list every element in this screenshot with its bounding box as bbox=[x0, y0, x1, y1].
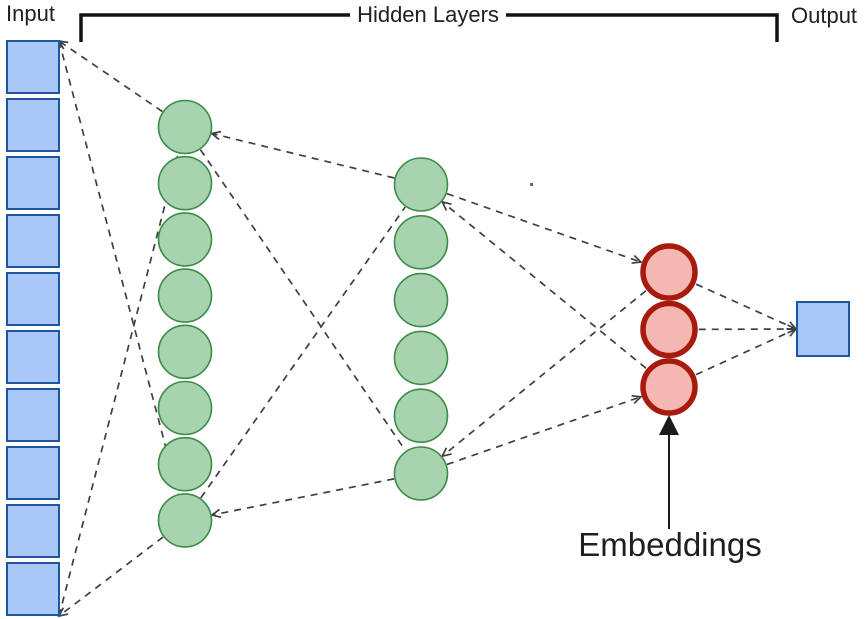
embeddings-label: Embeddings bbox=[578, 526, 762, 563]
input-cell bbox=[6, 214, 60, 268]
hidden2-neuron bbox=[393, 388, 449, 444]
hidden1-neuron bbox=[157, 155, 213, 211]
hidden1-neuron bbox=[157, 99, 213, 155]
input-cell bbox=[6, 156, 60, 210]
embedding-neuron bbox=[640, 358, 698, 416]
output-cell bbox=[796, 301, 850, 357]
input-label: Input bbox=[6, 1, 55, 26]
hidden2-neuron bbox=[393, 215, 449, 270]
connection-line bbox=[695, 328, 798, 376]
hidden1-neuron bbox=[157, 493, 213, 548]
connection-line bbox=[200, 206, 406, 499]
input-cell bbox=[6, 40, 60, 94]
connection-line bbox=[57, 536, 164, 618]
input-cell bbox=[6, 330, 60, 384]
hidden1-neuron bbox=[157, 324, 213, 380]
input-cell bbox=[6, 562, 60, 616]
connection-line bbox=[209, 130, 395, 179]
connection-line bbox=[446, 192, 643, 264]
connection-line bbox=[446, 394, 643, 466]
connection-line bbox=[210, 478, 395, 519]
input-cell bbox=[6, 388, 60, 442]
input-cell bbox=[6, 504, 60, 558]
connection-line bbox=[440, 290, 647, 458]
input-cell bbox=[6, 98, 60, 152]
connection-line bbox=[58, 153, 179, 617]
stray-mark bbox=[530, 183, 533, 186]
embedding-neuron bbox=[640, 243, 698, 301]
hidden2-neuron bbox=[393, 272, 449, 328]
connection-line bbox=[58, 40, 179, 495]
hidden1-neuron bbox=[157, 268, 213, 323]
hidden1-neuron bbox=[157, 436, 213, 492]
hidden2-neuron bbox=[393, 330, 449, 386]
output-label: Output bbox=[791, 3, 858, 28]
hidden2-neuron bbox=[393, 157, 449, 212]
hidden-layers-bracket bbox=[79, 13, 779, 42]
hidden1-neuron bbox=[157, 380, 213, 436]
connection-line bbox=[695, 283, 798, 331]
hidden-layers-label: Hidden Layers bbox=[354, 4, 502, 26]
input-cell bbox=[6, 272, 60, 326]
embeddings-arrowhead bbox=[659, 415, 679, 435]
embedding-neuron bbox=[640, 300, 698, 359]
connection-line bbox=[199, 149, 407, 452]
input-cell bbox=[6, 446, 60, 500]
connection-line bbox=[440, 200, 647, 369]
hidden1-neuron bbox=[157, 212, 213, 267]
hidden2-neuron bbox=[393, 446, 449, 501]
connection-line bbox=[57, 39, 163, 113]
